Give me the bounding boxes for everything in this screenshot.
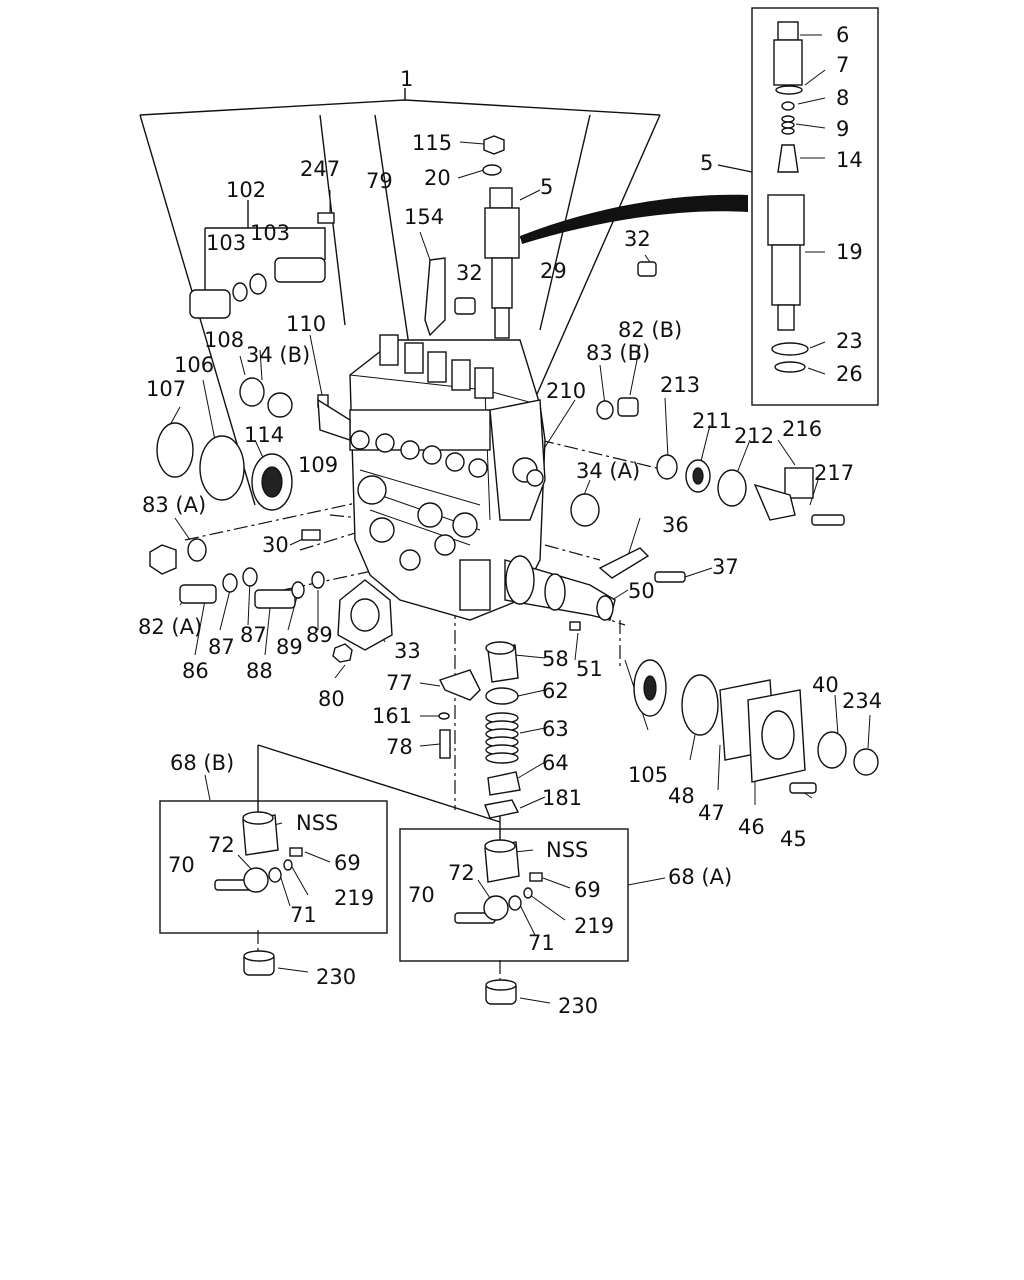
nozzle-holder-inset-box xyxy=(751,7,879,406)
callout-154: 154 xyxy=(404,205,444,229)
callout-161: 161 xyxy=(372,704,412,728)
delivery-valve-row xyxy=(379,334,494,399)
callout-34a: 34 (A) xyxy=(576,459,640,483)
callout-110: 110 xyxy=(286,312,326,336)
callout-105: 105 xyxy=(628,763,668,787)
callout-216: 216 xyxy=(782,417,822,441)
callout-211: 211 xyxy=(692,409,732,433)
callout-9: 9 xyxy=(836,117,849,141)
callout-40: 40 xyxy=(812,673,839,697)
nozzle-holder-inset-parts xyxy=(767,21,826,375)
callout-106: 106 xyxy=(174,353,214,377)
callout-89-left: 89 xyxy=(276,635,303,659)
roller-tappet-parts xyxy=(214,811,543,1005)
callout-210: 210 xyxy=(546,379,586,403)
port-row xyxy=(350,430,488,478)
callout-82a: 82 (A) xyxy=(138,615,202,639)
callout-83a: 83 (A) xyxy=(142,493,206,517)
callout-29: 29 xyxy=(540,259,567,283)
plunger-spring xyxy=(485,712,519,764)
callout-69-a: 69 xyxy=(574,878,601,902)
callout-34b: 34 (B) xyxy=(246,343,310,367)
callout-7: 7 xyxy=(836,53,849,77)
callout-1: 1 xyxy=(400,67,413,91)
callout-72-a: 72 xyxy=(448,861,475,885)
callout-102: 102 xyxy=(226,178,266,202)
callout-103-left: 103 xyxy=(206,231,246,255)
nss-label-b: NSS xyxy=(296,811,338,835)
callout-47: 47 xyxy=(698,801,725,825)
callout-114: 114 xyxy=(244,423,284,447)
callout-62: 62 xyxy=(542,679,569,703)
callout-230-b: 230 xyxy=(316,965,356,989)
callout-48: 48 xyxy=(668,784,695,808)
callout-8: 8 xyxy=(836,86,849,110)
callout-5-main: 5 xyxy=(540,175,553,199)
callout-115: 115 xyxy=(412,131,452,155)
callout-219-a: 219 xyxy=(574,914,614,938)
callout-45: 45 xyxy=(780,827,807,851)
callout-213: 213 xyxy=(660,373,700,397)
callout-219-b: 219 xyxy=(334,886,374,910)
callout-71-a: 71 xyxy=(528,931,555,955)
callout-70-b: 70 xyxy=(168,853,195,877)
roller-tappet-a-box xyxy=(399,828,629,962)
callout-83b: 83 (B) xyxy=(586,341,650,365)
callout-103-right: 103 xyxy=(250,221,290,245)
callout-88: 88 xyxy=(246,659,273,683)
callout-46: 46 xyxy=(738,815,765,839)
callout-79: 79 xyxy=(366,169,393,193)
callout-32-upper: 32 xyxy=(624,227,651,251)
callout-58: 58 xyxy=(542,647,569,671)
callout-6: 6 xyxy=(836,23,849,47)
callout-68b: 68 (B) xyxy=(170,751,234,775)
callout-37: 37 xyxy=(712,555,739,579)
callout-63: 63 xyxy=(542,717,569,741)
pump-housing xyxy=(349,334,616,621)
callout-70-a: 70 xyxy=(408,883,435,907)
callout-217: 217 xyxy=(814,461,854,485)
callout-108: 108 xyxy=(204,328,244,352)
callout-64: 64 xyxy=(542,751,569,775)
callout-87-right: 87 xyxy=(240,623,267,647)
callout-68a: 68 (A) xyxy=(668,865,732,889)
callout-51: 51 xyxy=(576,657,603,681)
parts xyxy=(149,135,879,819)
callout-50: 50 xyxy=(628,579,655,603)
callout-33: 33 xyxy=(394,639,421,663)
callout-labels: 1 115 20 5 247 79 102 103 103 154 32 32 … xyxy=(138,23,882,1018)
callout-14: 14 xyxy=(836,148,863,172)
callout-107: 107 xyxy=(146,377,186,401)
callout-32-lower: 32 xyxy=(456,261,483,285)
callout-71-b: 71 xyxy=(290,903,317,927)
callout-234: 234 xyxy=(842,689,882,713)
callout-69-b: 69 xyxy=(334,851,361,875)
callout-212: 212 xyxy=(734,424,774,448)
nozzle-spring xyxy=(781,115,795,135)
callout-26: 26 xyxy=(836,362,863,386)
callout-72-b: 72 xyxy=(208,833,235,857)
callout-80: 80 xyxy=(318,687,345,711)
callout-82b: 82 (B) xyxy=(618,318,682,342)
callout-89-right: 89 xyxy=(306,623,333,647)
callout-23: 23 xyxy=(836,329,863,353)
callout-5-inset: 5 xyxy=(700,151,713,175)
callout-86: 86 xyxy=(182,659,209,683)
callout-78: 78 xyxy=(386,735,413,759)
callout-87-left: 87 xyxy=(208,635,235,659)
roller-tappet-b-box xyxy=(159,800,388,934)
callout-30: 30 xyxy=(262,533,289,557)
callout-230-a: 230 xyxy=(558,994,598,1018)
nss-label-a: NSS xyxy=(546,838,588,862)
callout-247: 247 xyxy=(300,157,340,181)
callout-181: 181 xyxy=(542,786,582,810)
callout-77: 77 xyxy=(386,671,413,695)
callout-19: 19 xyxy=(836,240,863,264)
callout-20: 20 xyxy=(424,166,451,190)
callout-109: 109 xyxy=(298,453,338,477)
callout-36: 36 xyxy=(662,513,689,537)
